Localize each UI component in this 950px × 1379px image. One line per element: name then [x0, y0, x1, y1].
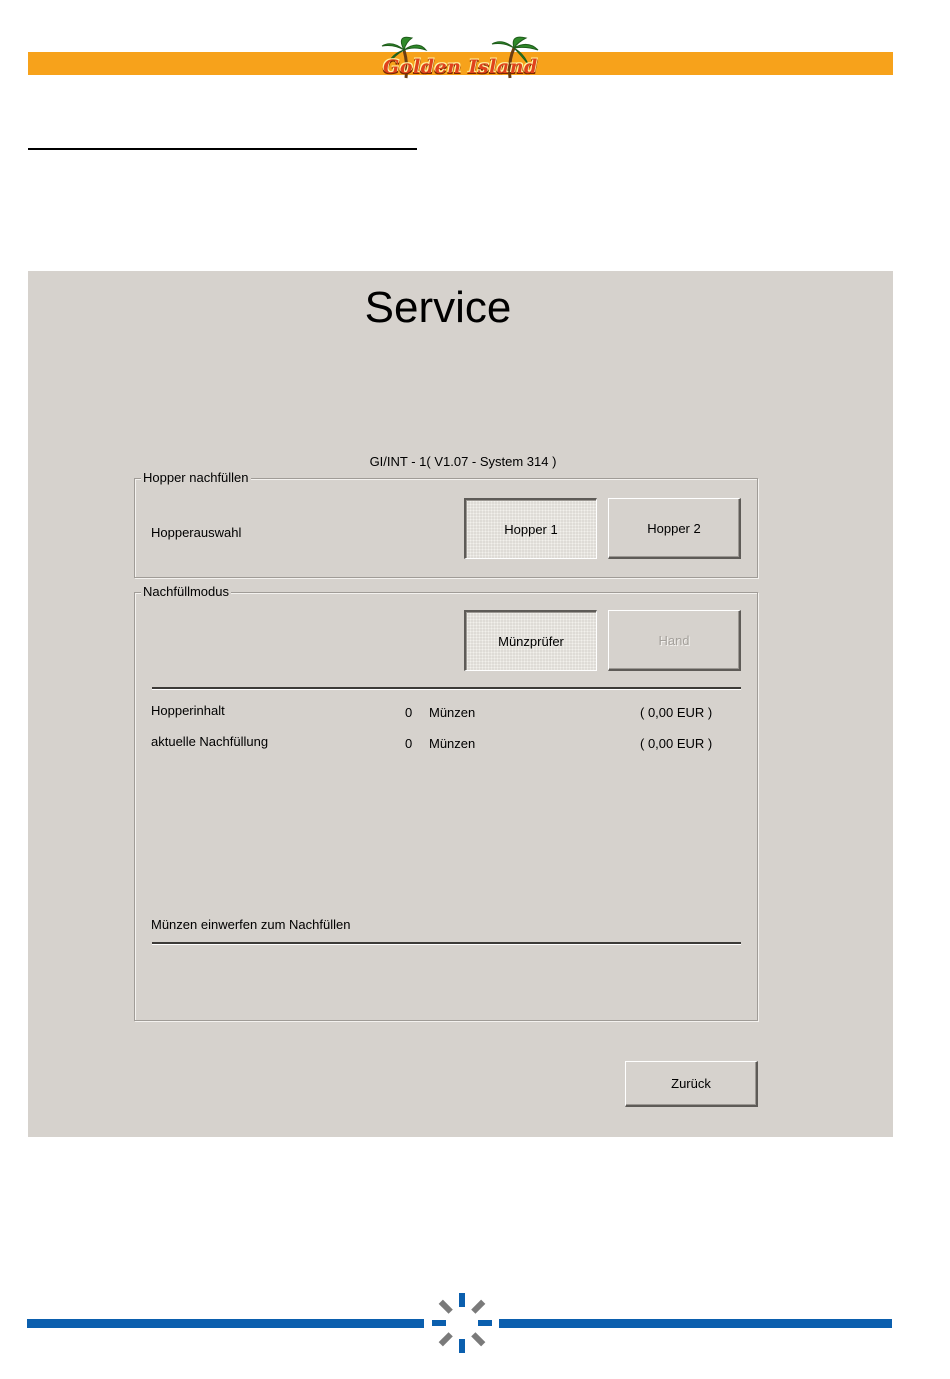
manual-button[interactable]: Hand — [608, 610, 741, 671]
golden-island-logo: Golden Island — [378, 36, 543, 84]
star-logo-icon — [430, 1291, 494, 1355]
hopper-content-unit: Münzen — [429, 705, 475, 720]
coin-validator-button[interactable]: Münzprüfer — [464, 610, 597, 671]
hopper-content-count: 0 — [405, 705, 412, 720]
refill-mode-legend: Nachfüllmodus — [141, 584, 231, 600]
title-rule — [28, 148, 417, 150]
footer-bar-left — [27, 1319, 424, 1328]
back-button[interactable]: Zurück — [625, 1061, 758, 1107]
hopper-1-button[interactable]: Hopper 1 — [464, 498, 597, 559]
hopper-content-label: Hopperinhalt — [151, 703, 225, 718]
hopper-group-legend: Hopper nachfüllen — [141, 470, 251, 486]
brand-text: Golden Island — [378, 56, 543, 78]
current-refill-count: 0 — [405, 736, 412, 751]
separator-bottom — [152, 942, 741, 945]
status-message: Münzen einwerfen zum Nachfüllen — [151, 917, 350, 932]
hopper-content-amount: ( 0,00 EUR ) — [640, 705, 712, 720]
footer-bar-right — [499, 1319, 892, 1328]
current-refill-unit: Münzen — [429, 736, 475, 751]
current-refill-label: aktuelle Nachfüllung — [151, 734, 268, 749]
service-screen: Service GI/INT - 1( V1.07 - System 314 )… — [28, 271, 893, 1137]
separator-top — [152, 687, 741, 690]
version-label: GI/INT - 1( V1.07 - System 314 ) — [28, 454, 898, 469]
page-title: Service — [28, 283, 848, 333]
current-refill-amount: ( 0,00 EUR ) — [640, 736, 712, 751]
hopper-selection-label: Hopperauswahl — [151, 525, 241, 540]
hopper-2-button[interactable]: Hopper 2 — [608, 498, 741, 559]
